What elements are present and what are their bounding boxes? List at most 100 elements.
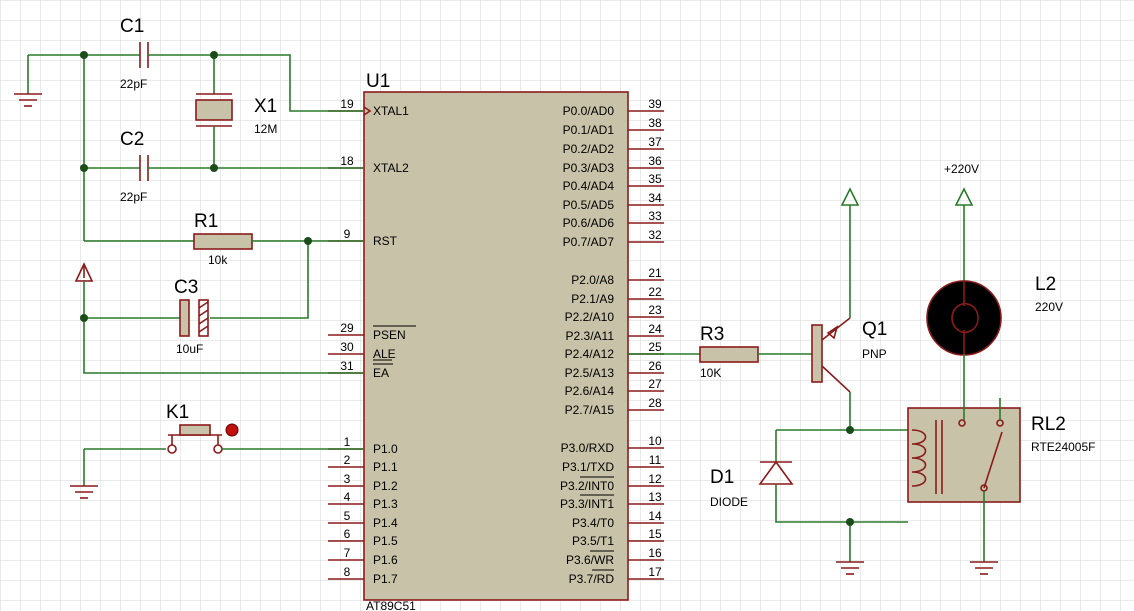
pin-name: P3.5/T1 <box>572 534 614 548</box>
pin-name: P3.7/RD <box>569 572 615 586</box>
c2-value: 22pF <box>120 190 147 204</box>
pin-number: 27 <box>648 377 662 391</box>
pin-number: 36 <box>648 154 662 168</box>
junction <box>210 164 218 172</box>
wire-c1-xtal1 <box>148 54 364 112</box>
pin-name: RST <box>373 234 398 248</box>
pin-name: P3.3/INT1 <box>560 497 614 511</box>
pin-name: P0.1/AD1 <box>563 123 615 137</box>
capacitor-c3[interactable]: C3 10uF <box>174 277 209 356</box>
pin-name: P0.6/AD6 <box>563 216 615 230</box>
mcu-part: AT89C51 <box>366 599 416 611</box>
lamp-l2[interactable]: L2 220V <box>926 274 1063 356</box>
junction <box>80 164 88 172</box>
pin-name: P2.1/A9 <box>571 292 614 306</box>
junction <box>846 426 854 434</box>
wire-rst-c3 <box>210 241 309 319</box>
pin-name: P1.5 <box>373 534 398 548</box>
pin-name: P1.0 <box>373 442 398 456</box>
c1-ref: C1 <box>120 16 144 37</box>
r1-value: 10k <box>208 253 228 267</box>
q1-ref: Q1 <box>862 319 887 340</box>
resistor-r1[interactable]: R1 10k <box>193 211 253 267</box>
wire-d1-bottom <box>775 484 908 523</box>
pin-number: 39 <box>648 97 662 111</box>
pin-name: P2.0/A8 <box>571 273 614 287</box>
pin-number: 24 <box>648 322 662 336</box>
pin-name: P0.2/AD2 <box>563 142 615 156</box>
pin-name: EA <box>373 366 389 380</box>
pin-name: P3.1/TXD <box>562 460 614 474</box>
pin-number: 15 <box>648 527 662 541</box>
crystal-x1[interactable]: X1 12M <box>195 93 277 136</box>
pin-number: 29 <box>340 321 354 335</box>
transistor-q1[interactable]: Q1 PNP <box>811 317 887 393</box>
pin-name: P3.6/WR <box>566 553 614 567</box>
pin-number: 38 <box>648 116 662 130</box>
ground-right <box>970 561 998 575</box>
pin-name: PSEN <box>373 328 406 342</box>
pushbutton-k1[interactable]: K1 <box>166 402 239 454</box>
x1-value: 12M <box>254 122 277 136</box>
pin-name: P3.4/T0 <box>572 516 614 530</box>
pin-number: 19 <box>340 97 354 111</box>
q1-value: PNP <box>862 347 887 361</box>
pin-name: P0.7/AD7 <box>563 235 615 249</box>
l2-ref: L2 <box>1035 274 1056 295</box>
pin-name: P1.2 <box>373 479 398 493</box>
mcu-ref: U1 <box>366 71 390 92</box>
pin-number: 13 <box>648 490 662 504</box>
pin-name: P2.7/A15 <box>565 403 615 417</box>
pin-number: 23 <box>648 303 662 317</box>
pin-name: P0.0/AD0 <box>563 104 615 118</box>
pin-number: 7 <box>344 546 351 560</box>
junction <box>210 51 218 59</box>
c3-ref: C3 <box>174 277 198 298</box>
capacitor-c1[interactable]: C1 22pF <box>120 16 149 91</box>
relay-rl2[interactable]: RL2 RTE24005F <box>907 407 1095 503</box>
resistor-r3[interactable]: R3 10K <box>699 324 759 380</box>
k1-ref: K1 <box>166 402 189 423</box>
c1-value: 22pF <box>120 77 147 91</box>
capacitor-c2[interactable]: C2 22pF <box>120 129 149 204</box>
pin-number: 16 <box>648 546 662 560</box>
junction <box>80 314 88 322</box>
pin-number: 31 <box>340 359 354 373</box>
r1-ref: R1 <box>194 211 218 232</box>
